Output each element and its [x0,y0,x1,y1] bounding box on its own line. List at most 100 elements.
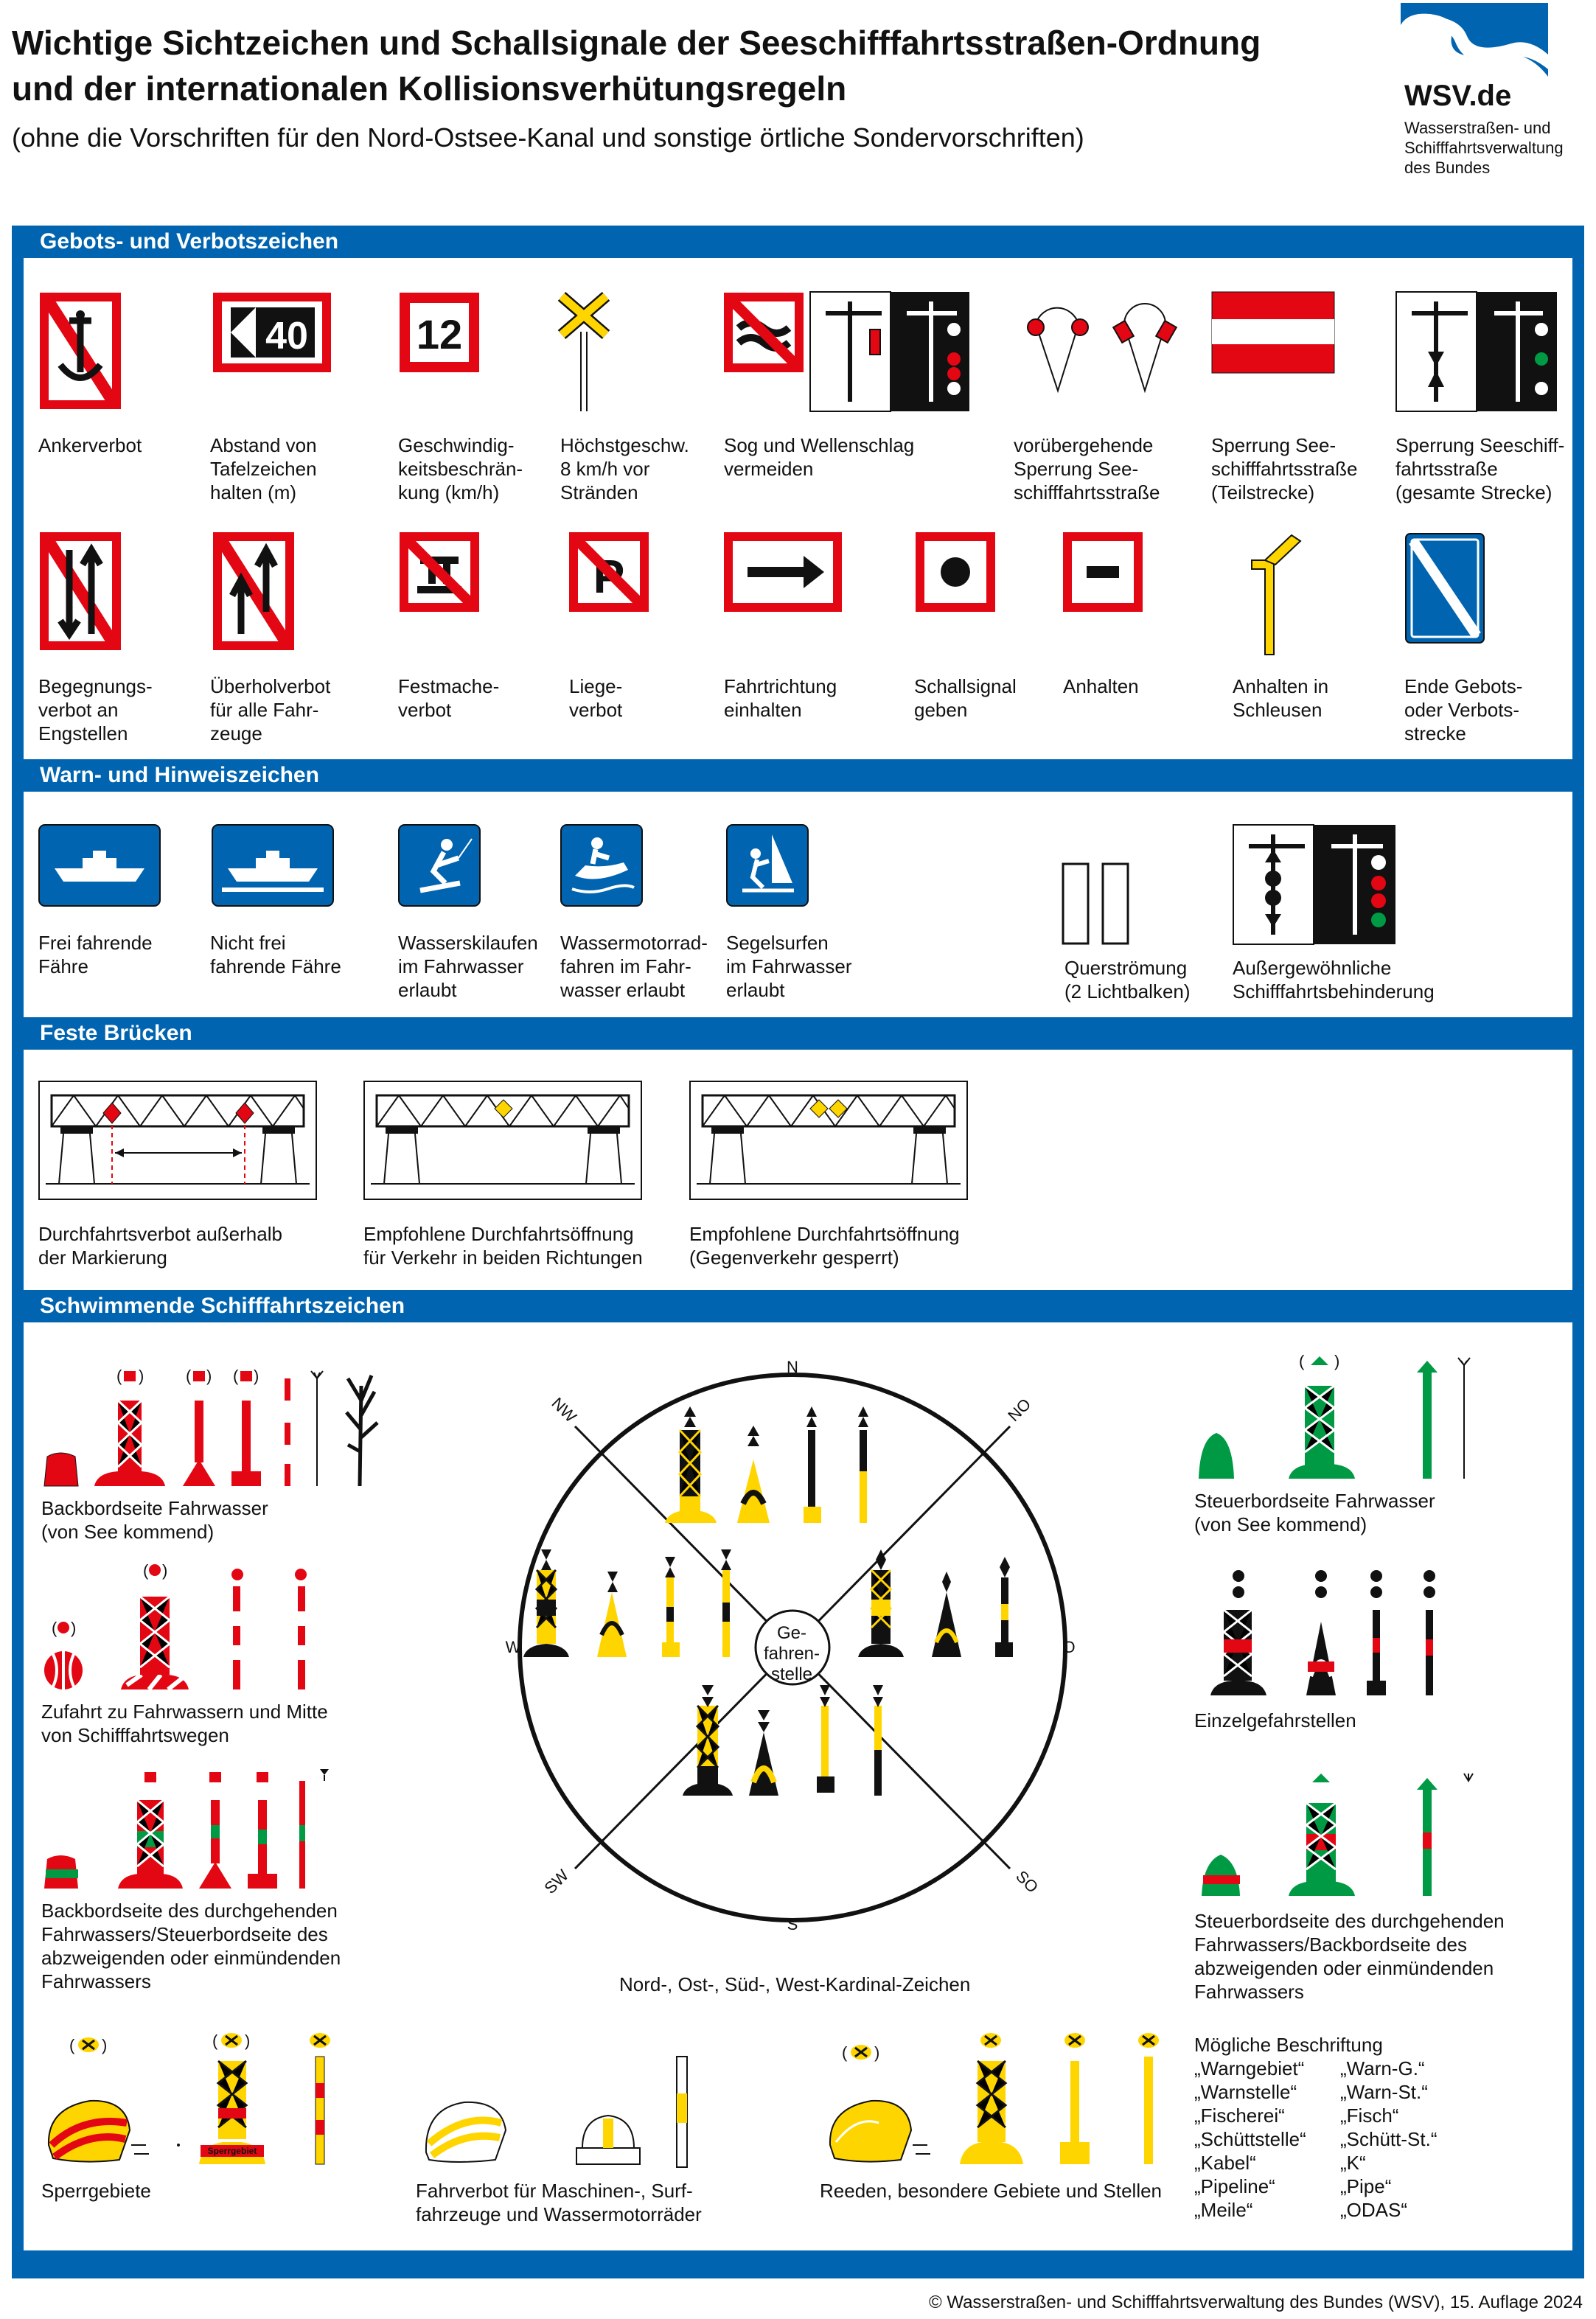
section-warn: Warn- und Hinweiszeichen [12,759,1584,792]
anhalten-schleusen-icon [1251,534,1302,655]
section-bruecken: Feste Brücken [12,1017,1584,1050]
abstand-icon: 40 [213,293,331,372]
svg-text:(: ( [233,1367,239,1385]
steuerbord-durch-tonnen-icon [1202,1773,1474,1896]
svg-text:): ) [71,1619,76,1637]
beschriftung-title: Mögliche Beschriftung [1194,2034,1383,2056]
label-kardinal: Nord-, Ost-, Süd-, West-Kardinal-Zeichen [619,1973,971,1995]
svg-text:(: ( [116,1367,122,1385]
label-geschwindigkeit: Geschwindig-keitsbeschrän-kung (km/h) [398,434,523,503]
beschriftung-left: „Warngebiet“„Warnstelle“„Fischerei“„Schü… [1194,2057,1306,2221]
sperrgebiet-text: Sperrgebiet [208,2146,257,2156]
backbord-durch-tonnen-icon [44,1769,329,1889]
label-backbord: Backbordseite Fahrwasser(von See kommend… [41,1497,268,1543]
frame-warn [12,792,1584,1017]
label-steuerbord: Steuerbordseite Fahrwasser(von See komme… [1194,1490,1435,1535]
svg-text:): ) [162,1561,167,1580]
frame-schwimmend [12,1322,1584,2250]
label-liege: Liege-verbot [569,675,623,721]
label-ende: Ende Gebots-oder Verbots-strecke [1404,675,1523,744]
sperrgebiete-icon: () () Sperrgebiet [47,2032,330,2165]
compass-sw: SW [540,1866,572,1897]
bruecke-3-icon [689,1081,968,1200]
zufahrt-tonnen-icon: () () [44,1561,307,1692]
wsv-logo-icon [1401,3,1548,77]
anhalten-icon [1063,532,1143,612]
frame-bruecken [12,1050,1584,1290]
logo-line1: Wasserstraßen- und [1404,119,1551,137]
label-gesamt: Sperrung Seeschiff-fahrtsstraße(gesamte … [1395,434,1565,503]
sog-mast-icon [809,291,969,412]
label-wassermotorrad: Wassermotorrad-fahren im Fahr-wasser erl… [560,932,708,1001]
ueberholverbot-icon [213,532,294,650]
reeden-icon: () [829,2033,1159,2164]
svg-text:): ) [139,1367,144,1385]
hoechstgeschw-icon [557,291,610,411]
ende-verbot-icon [1405,533,1485,644]
section-schwimmend: Schwimmende Schifffahrtszeichen [12,1290,1584,1322]
page-title-line1: Wichtige Sichtzeichen und Schallsignale … [12,24,1261,62]
svg-text:(: ( [842,2043,848,2062]
liegeverbot-icon: P [569,532,649,612]
label-teilstrecke: Sperrung See-schifffahrtsstraße(Teilstre… [1211,434,1358,503]
label-einzel: Einzelgefahrstellen [1194,1709,1356,1732]
label-fahrverbot: Fahrverbot für Maschinen-, Surf-fahrzeug… [416,2180,702,2225]
backbord-tonnen-icon: () () () [43,1367,379,1487]
fahrverbot-icon [425,2056,688,2168]
begegnungsverbot-icon [40,532,121,650]
svg-text:(: ( [1299,1352,1305,1370]
compass-so: SO [1012,1867,1042,1897]
gefahrenstelle-label: Ge-fahren-stelle [763,1623,820,1684]
compass-n: N [787,1358,798,1376]
label-querstroemung: Querströmung(2 Lichtbalken) [1064,957,1191,1002]
querstroemung-icon [1062,862,1129,945]
footer-copyright: © Wasserstraßen- und Schifffahrtsverwalt… [928,2292,1583,2312]
kardinal-kompass: N S W O NW NO SW SO [506,1358,1076,1933]
wasserski-icon [398,824,481,907]
logo-line3: des Bundes [1404,158,1491,177]
bottom-band [12,2250,1584,2278]
svg-text:): ) [254,1367,259,1385]
compass-no: NO [1004,1395,1034,1425]
schallsignal-icon [916,532,995,612]
svg-text:): ) [102,2036,107,2054]
beschriftung-right: „Warn-G.“„Warn-St.“„Fisch“„Schütt-St.“„K… [1340,2057,1438,2221]
bruecke-2-icon [363,1081,642,1200]
sign-12-text: 12 [417,311,462,358]
frame-gebote [12,258,1584,759]
wassermotorrad-icon [560,824,643,907]
svg-text:(: ( [143,1561,149,1580]
einzelgefahr-tonnen-icon [1210,1570,1435,1695]
compass-o: O [1062,1638,1075,1656]
compass-nw: NW [548,1394,581,1426]
svg-text:): ) [245,2032,250,2050]
sog-icon [724,293,804,372]
svg-text:): ) [206,1367,212,1385]
festmacheverbot-icon [400,532,479,612]
geschwindigkeit-icon: 12 [400,293,479,372]
label-anhalten: Anhalten [1063,675,1139,697]
svg-text:(: ( [186,1367,192,1385]
bruecke-1-icon [38,1081,317,1200]
logo-line2: Schifffahrtsverwaltung [1404,139,1564,157]
logo-brand: WSV.de [1404,80,1512,112]
page-subtitle: (ohne die Vorschriften für den Nord-Osts… [12,122,1084,153]
svg-text:): ) [874,2043,879,2062]
fahrtrichtung-icon [724,532,842,612]
